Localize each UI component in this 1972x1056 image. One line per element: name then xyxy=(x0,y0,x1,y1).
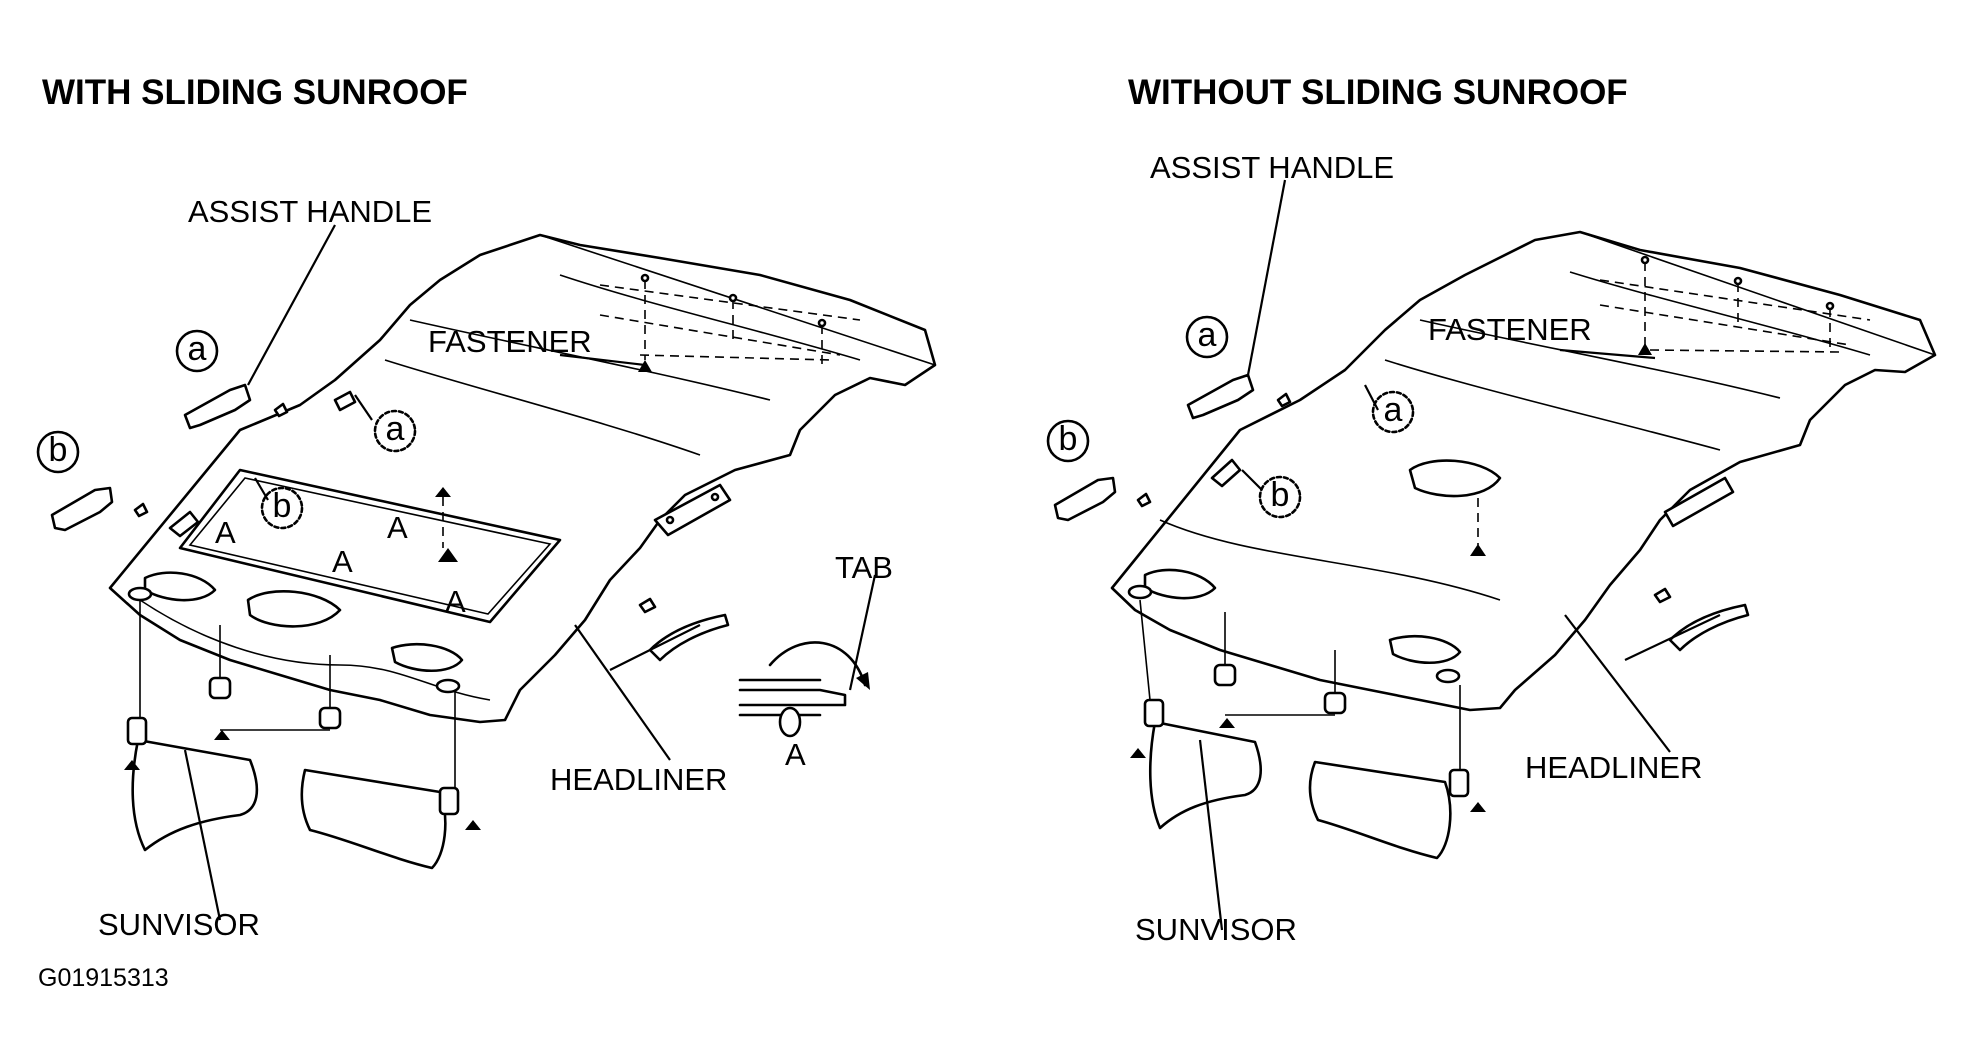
sunvisor-left-2 xyxy=(300,768,460,870)
fastener-pins-right xyxy=(1638,255,1835,355)
callout-b-circle-2 xyxy=(260,486,304,530)
callout-a-circle-4 xyxy=(1371,390,1415,434)
title-without-sunroof: WITHOUT SLIDING SUNROOF xyxy=(1128,73,1628,112)
callout-b-4: b xyxy=(1271,476,1290,514)
clip-a-2: A xyxy=(332,544,353,579)
callout-b-1: b xyxy=(49,431,68,469)
label-sunvisor-left: SUNVISOR xyxy=(98,907,260,942)
clip-a-3: A xyxy=(387,510,408,545)
assist-handle-a-right xyxy=(1186,373,1292,420)
label-fastener-left: FASTENER xyxy=(428,324,592,359)
headliner-without-sunroof xyxy=(1110,230,1937,712)
panel-with-sunroof: WITH SLIDING SUNROOF xyxy=(36,73,937,942)
assist-handle-b-right xyxy=(1053,476,1152,522)
callout-b-3: b xyxy=(1059,420,1078,458)
callout-b-circle-1 xyxy=(36,430,80,474)
tab-detail xyxy=(738,641,870,738)
grab-handle-left xyxy=(609,597,730,671)
callout-b-2: b xyxy=(273,487,292,525)
callout-b-circle-4 xyxy=(1258,475,1302,519)
clip-a-4: A xyxy=(445,584,466,619)
callout-a-3: a xyxy=(1198,316,1217,354)
callout-a-circle-2 xyxy=(373,409,417,453)
label-sunvisor-right: SUNVISOR xyxy=(1135,912,1297,947)
grab-handle-right xyxy=(1624,587,1750,661)
label-assist-handle-right: ASSIST HANDLE xyxy=(1150,150,1394,185)
assist-handle-b-left xyxy=(50,486,149,532)
label-headliner-right: HEADLINER xyxy=(1525,750,1702,785)
assist-handle-a-left xyxy=(183,383,289,430)
title-with-sunroof: WITH SLIDING SUNROOF xyxy=(42,73,468,112)
callout-a-circle-1 xyxy=(175,329,219,373)
detail-a-label: A xyxy=(785,737,806,772)
callout-a-circle-3 xyxy=(1185,315,1229,359)
label-fastener-right: FASTENER xyxy=(1428,312,1592,347)
fastener-pins-left xyxy=(638,273,827,372)
label-headliner-left: HEADLINER xyxy=(550,762,727,797)
clip-a-1: A xyxy=(215,515,236,550)
panel-without-sunroof: WITHOUT SLIDING SUNROOF xyxy=(1046,73,1937,947)
callout-b-circle-3 xyxy=(1046,419,1090,463)
sunvisor-right-1 xyxy=(1143,698,1262,830)
label-assist-handle-left: ASSIST HANDLE xyxy=(188,194,432,229)
callout-a-2: a xyxy=(386,410,405,448)
figure-code: G01915313 xyxy=(38,964,169,992)
callout-a-4: a xyxy=(1384,391,1403,429)
headliner-with-sunroof xyxy=(108,233,937,724)
sunvisor-right-2 xyxy=(1308,760,1470,860)
callout-a-1: a xyxy=(188,330,207,368)
label-tab: TAB xyxy=(835,550,893,585)
